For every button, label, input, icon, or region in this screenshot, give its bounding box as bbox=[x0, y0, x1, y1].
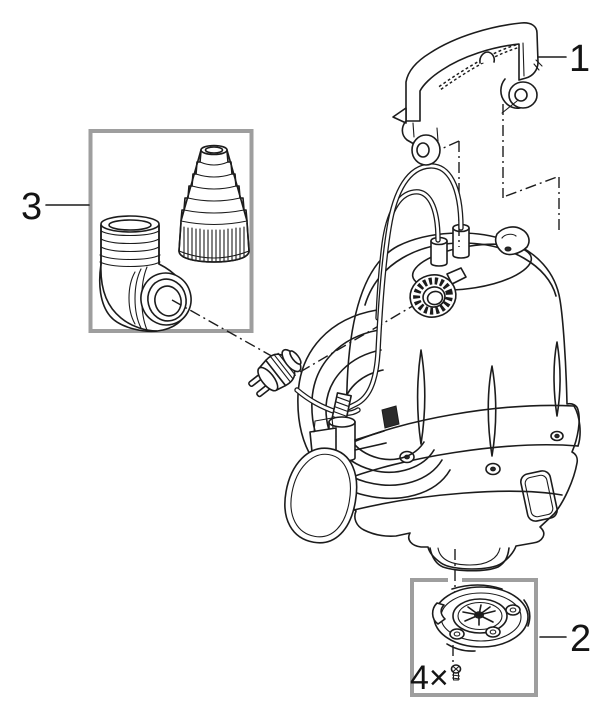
callout-box-part2 bbox=[410, 578, 538, 697]
power-plug-drawing bbox=[248, 348, 302, 398]
handle-top-tab bbox=[479, 51, 496, 64]
plate-hook-tab bbox=[431, 602, 446, 625]
callout-box-part3 bbox=[88, 129, 254, 333]
impeller-hub bbox=[462, 604, 496, 626]
screw-icon bbox=[450, 664, 462, 681]
handle-left-eyelet bbox=[411, 134, 441, 166]
carry-handle-drawing bbox=[392, 22, 543, 166]
hose-adapter-drawing bbox=[178, 144, 250, 263]
handle-clip-tab bbox=[494, 226, 530, 256]
cable-holder-boss bbox=[381, 405, 400, 429]
handle-left-spur bbox=[392, 107, 407, 124]
float-switch-drawing bbox=[284, 392, 387, 544]
side-grip-opening bbox=[520, 470, 558, 522]
part-label-3: 3 bbox=[21, 186, 43, 228]
part-label-2: 2 bbox=[570, 618, 592, 660]
handle-right-assembly-line bbox=[502, 104, 560, 231]
part3-assembly-line bbox=[171, 296, 429, 373]
cable-glands bbox=[430, 223, 470, 267]
plate-screw-bosses bbox=[449, 604, 521, 640]
base-plate-drawing bbox=[431, 584, 531, 652]
screw-quantity-label: 4× bbox=[410, 659, 449, 697]
elbow-connector-drawing bbox=[98, 215, 192, 332]
outlet-port bbox=[409, 267, 467, 318]
part-label-1: 1 bbox=[569, 38, 591, 80]
